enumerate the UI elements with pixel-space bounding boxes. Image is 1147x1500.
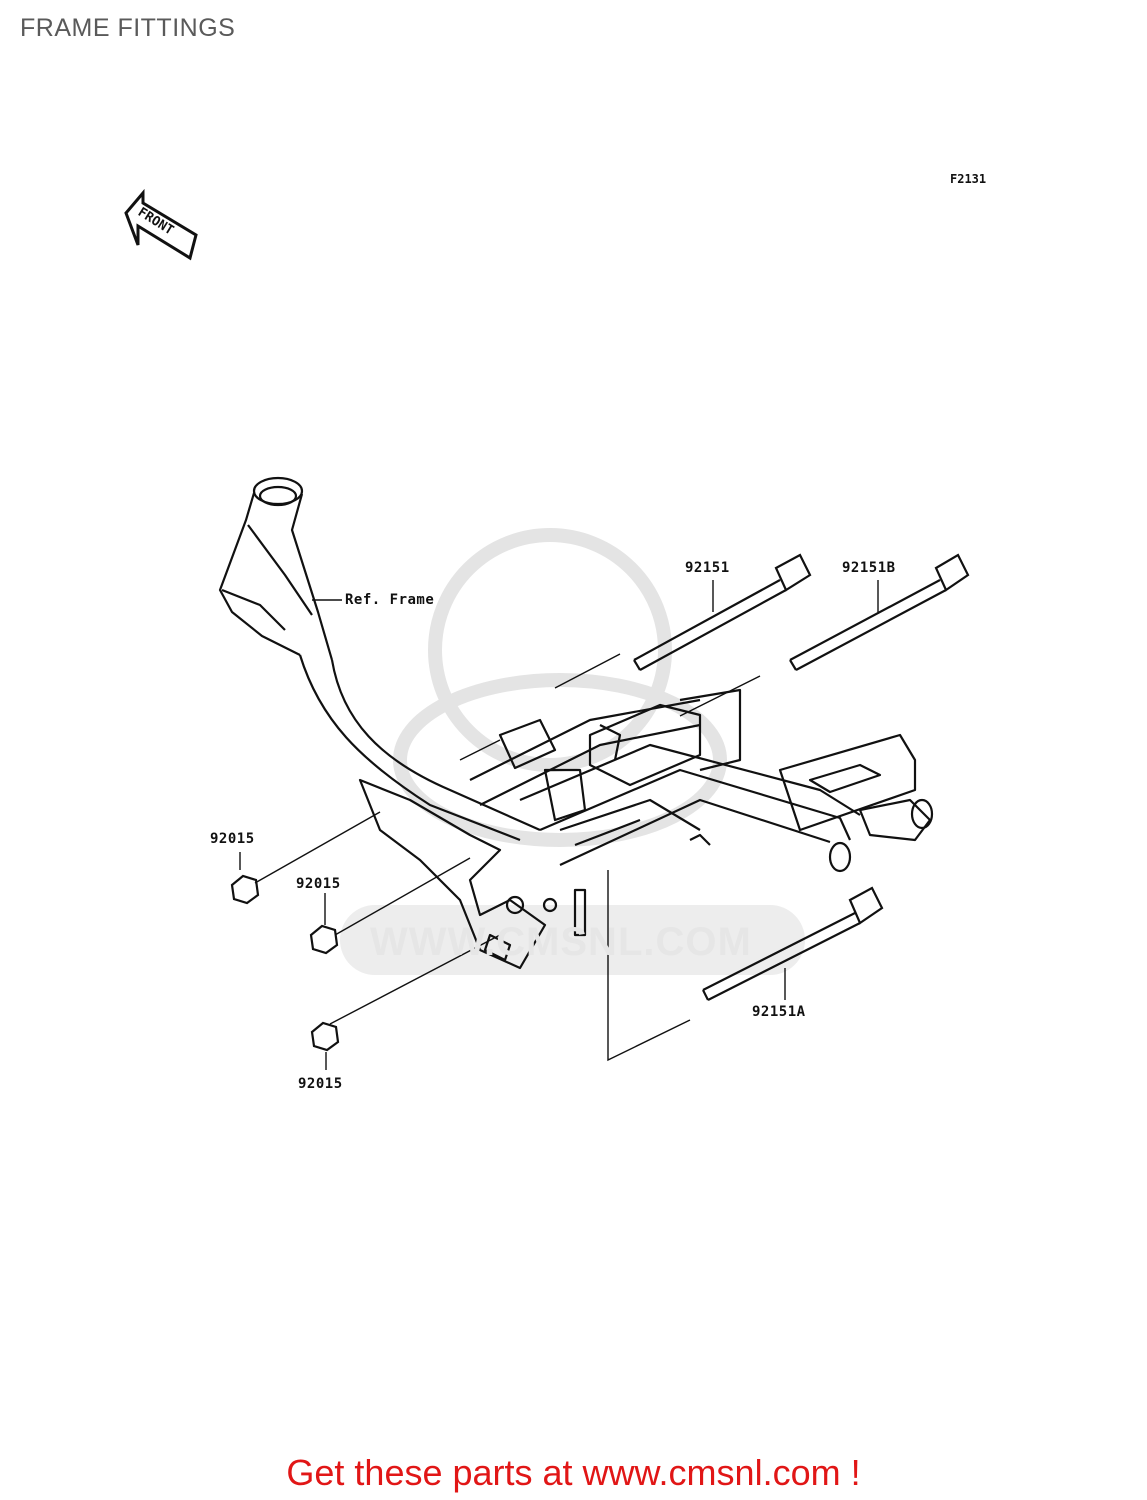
bolt-92151 [633,553,812,671]
part-label-92151a[interactable]: 92151A [752,1004,806,1020]
part-label-92151[interactable]: 92151 [685,560,730,576]
ref-frame-label: Ref. Frame [345,592,435,608]
diagram-code: F2131 [950,172,987,186]
part-label-92015-upper[interactable]: 92015 [210,831,255,847]
nut-icon [230,874,340,1052]
bolt-92151a [702,886,884,1001]
page-title: FRAME FITTINGS [20,14,236,42]
frame-drawing [218,476,934,970]
part-label-92015-middle[interactable]: 92015 [296,876,341,892]
footer-cta-link[interactable]: Get these parts at www.cmsnl.com ! [286,1452,861,1493]
part-label-92151b[interactable]: 92151B [842,560,896,576]
front-arrow-icon: FRONT [124,188,198,261]
bolt-92151b [789,553,970,671]
leader-lines [239,580,879,1070]
watermark-text: WWW.CMSNL.COM [370,920,752,964]
part-label-92015-lower[interactable]: 92015 [298,1076,343,1092]
